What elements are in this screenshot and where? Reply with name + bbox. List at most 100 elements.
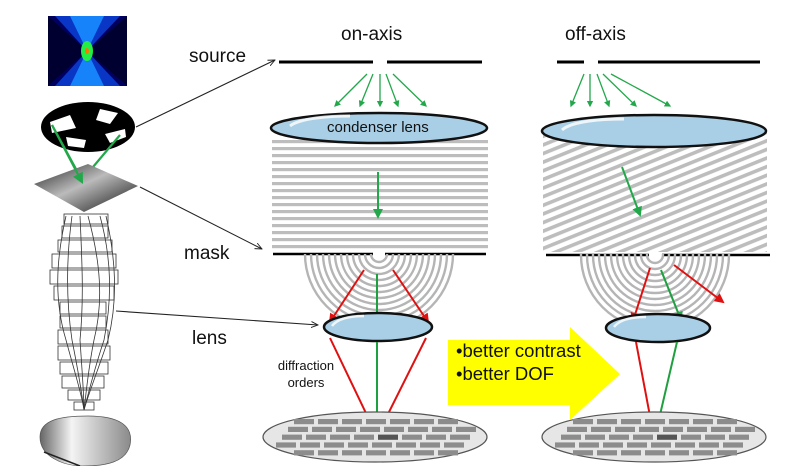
die [360,426,380,432]
pointer-lines [115,59,318,325]
die [717,419,737,425]
die [330,434,350,440]
on-axis-condenser-lens [269,111,489,145]
die [603,442,623,448]
die [645,450,665,456]
die [300,442,320,448]
die [414,419,434,425]
die [621,450,641,456]
label-mask: mask [184,243,230,264]
die [276,442,296,448]
die [408,426,428,432]
die [318,450,338,456]
die [573,450,593,456]
die [384,426,404,432]
label-diffraction-line1: diffraction [277,358,335,373]
die [438,419,458,425]
die [318,419,338,425]
die [567,426,587,432]
die [681,434,701,440]
label-source: source [189,46,247,67]
die [342,450,362,456]
die [687,426,707,432]
off-axis-tilted-wave-region [543,132,767,252]
die [432,426,452,432]
die [693,419,713,425]
intensity-pattern-thumbnail [48,16,127,86]
die [597,419,617,425]
die [294,450,314,456]
projection-lens-stack [49,213,119,411]
die [420,442,440,448]
label-condenser-lens: condenser lens [327,119,429,136]
exposed-die [657,434,677,440]
die [645,419,665,425]
die [324,442,344,448]
die [693,450,713,456]
benefit-contrast: •better contrast [456,340,581,361]
die [573,419,593,425]
die [456,426,476,432]
die [633,434,653,440]
die [669,419,689,425]
die [444,442,464,448]
quadrupole-illumination-aperture [41,102,135,181]
die [729,434,749,440]
die [372,442,392,448]
wafer-disc [541,411,767,463]
off-axis-illumination-rays [569,73,672,108]
die [402,434,422,440]
on-axis-wafer [262,411,488,463]
benefit-dof: •better DOF [456,363,554,384]
die [348,442,368,448]
die [390,419,410,425]
label-diffraction-line2: orders [287,375,325,390]
die [735,426,755,432]
die [723,442,743,448]
exposed-die [378,434,398,440]
die [282,434,302,440]
die [414,450,434,456]
die [651,442,671,448]
die [555,442,575,448]
die [639,426,659,432]
die [705,434,725,440]
die [675,442,695,448]
die [366,450,386,456]
die [354,434,374,440]
die [288,426,308,432]
die [627,442,647,448]
silicon-wafer [39,415,131,467]
die [669,450,689,456]
die [663,426,683,432]
off-axis-propagation-arrow [621,166,642,217]
label-lens: lens [192,328,227,349]
die [615,426,635,432]
die [312,426,332,432]
die [438,450,458,456]
die [390,450,410,456]
die [597,450,617,456]
die [609,434,629,440]
die [621,419,641,425]
on-axis-plane-wave-region [272,140,488,252]
die [342,419,362,425]
die [306,434,326,440]
die [396,442,416,448]
off-axis-projection-lens [604,312,712,344]
on-axis-illumination-rays [334,73,427,108]
die [450,434,470,440]
die [585,434,605,440]
off-axis-diffracted-rays [630,264,725,323]
benefit-highlight-arrow [448,327,620,420]
label-diffraction-orders: diffraction orders [270,357,342,391]
off-axis-condenser-lens [540,113,768,149]
die [579,442,599,448]
die [426,434,446,440]
die [717,450,737,456]
wafer-disc [262,411,488,463]
off-axis-wafer [541,411,767,463]
title-on-axis: on-axis [341,24,403,45]
benefits-list: •better contrast •better DOF [456,339,581,385]
